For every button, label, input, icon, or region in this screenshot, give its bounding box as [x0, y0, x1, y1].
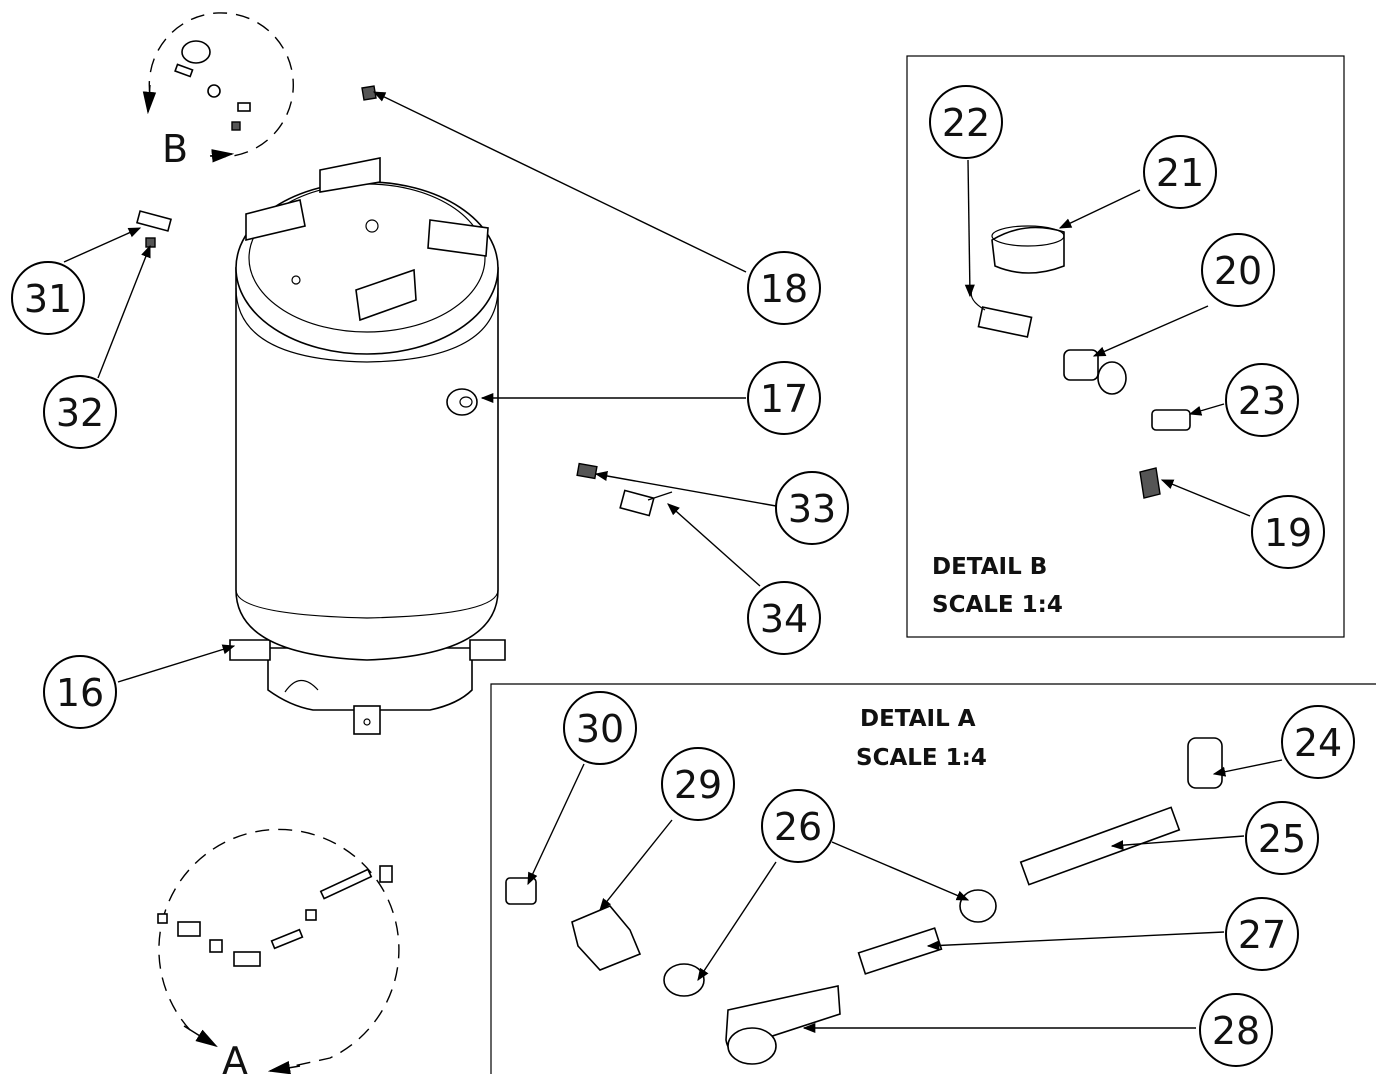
- balloon-17: 17: [747, 361, 821, 435]
- detail-a-parts: [505, 737, 1223, 1065]
- part-33-nipple: [576, 462, 598, 480]
- svg-text:30: 30: [576, 707, 624, 751]
- balloon-24: 24: [1281, 705, 1355, 779]
- leader-lines: [63, 91, 1283, 1034]
- balloon-27: 27: [1225, 897, 1299, 971]
- svg-text:29: 29: [674, 763, 722, 807]
- balloon-32: 32: [43, 375, 117, 449]
- part-32-fitting: [145, 237, 156, 248]
- svg-text:22: 22: [942, 101, 990, 145]
- svg-text:20: 20: [1214, 249, 1262, 293]
- svg-text:34: 34: [760, 597, 808, 641]
- air-tank: [229, 157, 506, 735]
- balloon-33: 33: [775, 471, 849, 545]
- detail-b-scale: SCALE 1:4: [932, 592, 1063, 618]
- balloon-23: 23: [1225, 363, 1299, 437]
- svg-text:32: 32: [56, 391, 104, 435]
- balloon-30: 30: [563, 691, 637, 765]
- part-31-safety-valve: [136, 210, 172, 232]
- detail-b-panel: DETAIL B SCALE 1:4: [906, 55, 1345, 638]
- balloon-34: 34: [747, 581, 821, 655]
- svg-text:31: 31: [24, 277, 72, 321]
- balloon-18: 18: [747, 251, 821, 325]
- svg-text:18: 18: [760, 267, 808, 311]
- detail-a-view-circle: A: [157, 828, 400, 1074]
- detail-a-scale: SCALE 1:4: [856, 745, 987, 771]
- svg-text:17: 17: [760, 377, 808, 421]
- part-18-plug: [361, 85, 377, 101]
- svg-text:21: 21: [1156, 151, 1204, 195]
- detail-a-title: DETAIL A: [860, 706, 976, 732]
- svg-text:19: 19: [1264, 511, 1312, 555]
- detail-a-miniature-parts: [157, 865, 393, 967]
- part-34-drain-valve: [619, 489, 673, 517]
- svg-text:25: 25: [1258, 817, 1306, 861]
- balloon-29: 29: [661, 747, 735, 821]
- svg-text:33: 33: [788, 487, 836, 531]
- detail-b-view-circle: B: [142, 12, 294, 171]
- svg-text:27: 27: [1238, 913, 1286, 957]
- detail-b-callout-letter: B: [162, 127, 188, 171]
- balloon-22: 22: [929, 85, 1003, 159]
- balloon-20: 20: [1201, 233, 1275, 307]
- svg-text:23: 23: [1238, 379, 1286, 423]
- balloon-31: 31: [11, 261, 85, 335]
- detail-a-callout-letter: A: [222, 1039, 248, 1074]
- svg-text:26: 26: [774, 805, 822, 849]
- balloon-25: 25: [1245, 801, 1319, 875]
- svg-text:16: 16: [56, 671, 104, 715]
- balloon-19: 19: [1251, 495, 1325, 569]
- balloon-21: 21: [1143, 135, 1217, 209]
- balloon-26: 26: [761, 789, 835, 863]
- balloon-28: 28: [1199, 993, 1273, 1067]
- detail-b-title: DETAIL B: [932, 554, 1047, 580]
- balloon-16: 16: [43, 655, 117, 729]
- detail-b-parts: [970, 225, 1191, 499]
- detail-b-miniature-parts: [174, 40, 251, 131]
- svg-text:28: 28: [1212, 1009, 1260, 1053]
- svg-text:24: 24: [1294, 721, 1342, 765]
